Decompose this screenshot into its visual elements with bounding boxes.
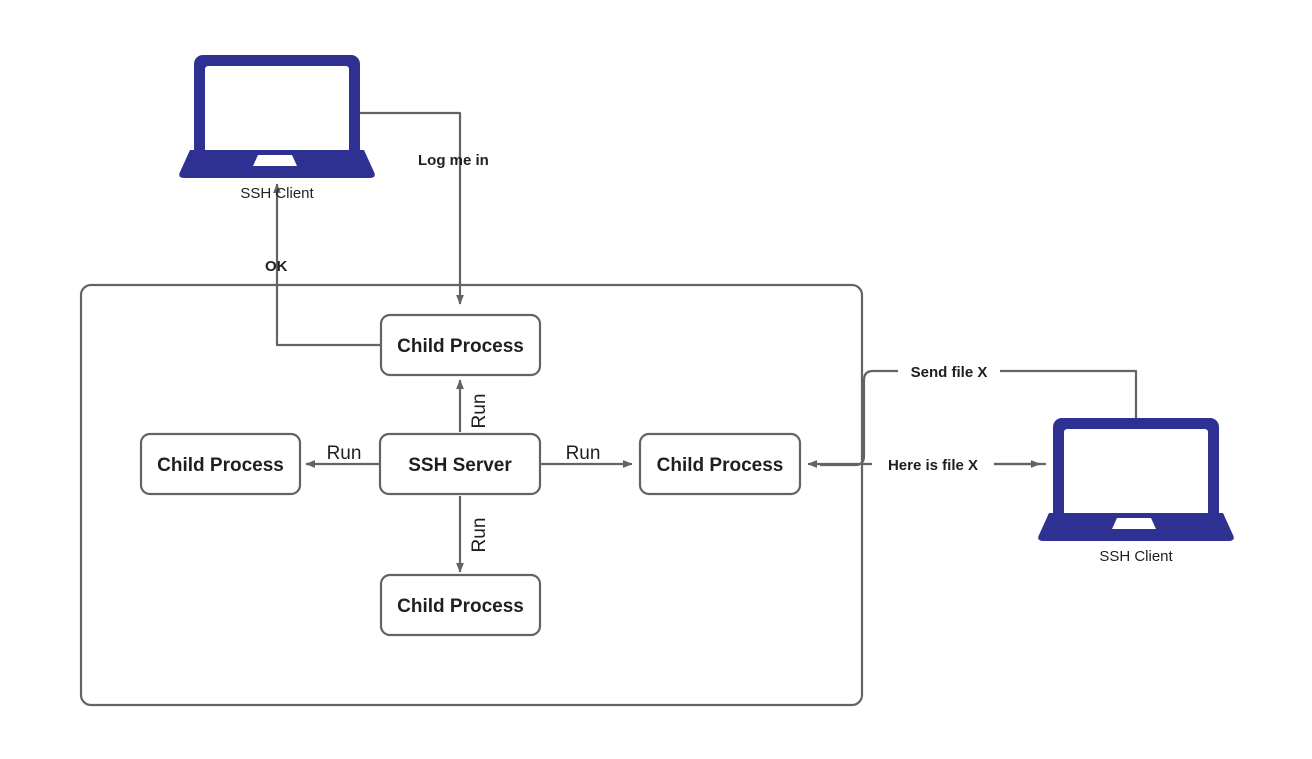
child-process-right-box xyxy=(638,432,802,496)
ssh-server-box xyxy=(378,432,542,496)
edge-label-run-right: Run xyxy=(566,443,601,464)
edge-label-here-is-file-x: Here is file X xyxy=(888,457,978,474)
edge-label-log-me-in: Log me in xyxy=(418,152,489,169)
edge-label-run-up: Run xyxy=(469,394,490,429)
child-process-top-box xyxy=(379,313,542,377)
child-process-right-label: Child Process xyxy=(657,455,784,476)
laptop-screen xyxy=(1064,429,1208,518)
device-label-ssh-client-top: SSH Client xyxy=(240,185,314,202)
device-ssh-client-right[interactable]: SSH Client xyxy=(1038,418,1234,565)
laptop-screen xyxy=(205,66,349,155)
ssh-server-host-boundary xyxy=(79,283,864,707)
edge-ok xyxy=(273,183,381,347)
laptop-notch xyxy=(253,155,297,166)
edge-label-send-file-x: Send file X xyxy=(911,364,988,381)
node-child-process-left[interactable]: Child Process xyxy=(139,432,302,496)
edge-label-run-left: Run xyxy=(327,443,362,464)
device-ssh-client-top[interactable]: SSH Client xyxy=(179,55,375,202)
node-child-process-right[interactable]: Child Process xyxy=(638,432,802,496)
child-process-bottom-box xyxy=(379,573,542,637)
node-ssh-server[interactable]: SSH Server xyxy=(378,432,542,496)
laptop-notch xyxy=(1112,518,1156,529)
ssh-server-label: SSH Server xyxy=(408,455,512,476)
child-process-left-box xyxy=(139,432,302,496)
node-child-process-top[interactable]: Child Process xyxy=(379,313,542,377)
here-is-file-label-backdrop xyxy=(872,451,994,475)
child-process-top-label: Child Process xyxy=(397,336,524,357)
child-process-left-label: Child Process xyxy=(157,455,284,476)
edge-label-ok: OK xyxy=(265,258,288,275)
node-child-process-bottom[interactable]: Child Process xyxy=(379,573,542,637)
send-file-label-backdrop xyxy=(898,358,1000,382)
edge-label-run-down: Run xyxy=(469,518,490,553)
device-label-ssh-client-right: SSH Client xyxy=(1099,548,1173,565)
edge-log-me-in xyxy=(360,111,464,305)
child-process-bottom-label: Child Process xyxy=(397,596,524,617)
